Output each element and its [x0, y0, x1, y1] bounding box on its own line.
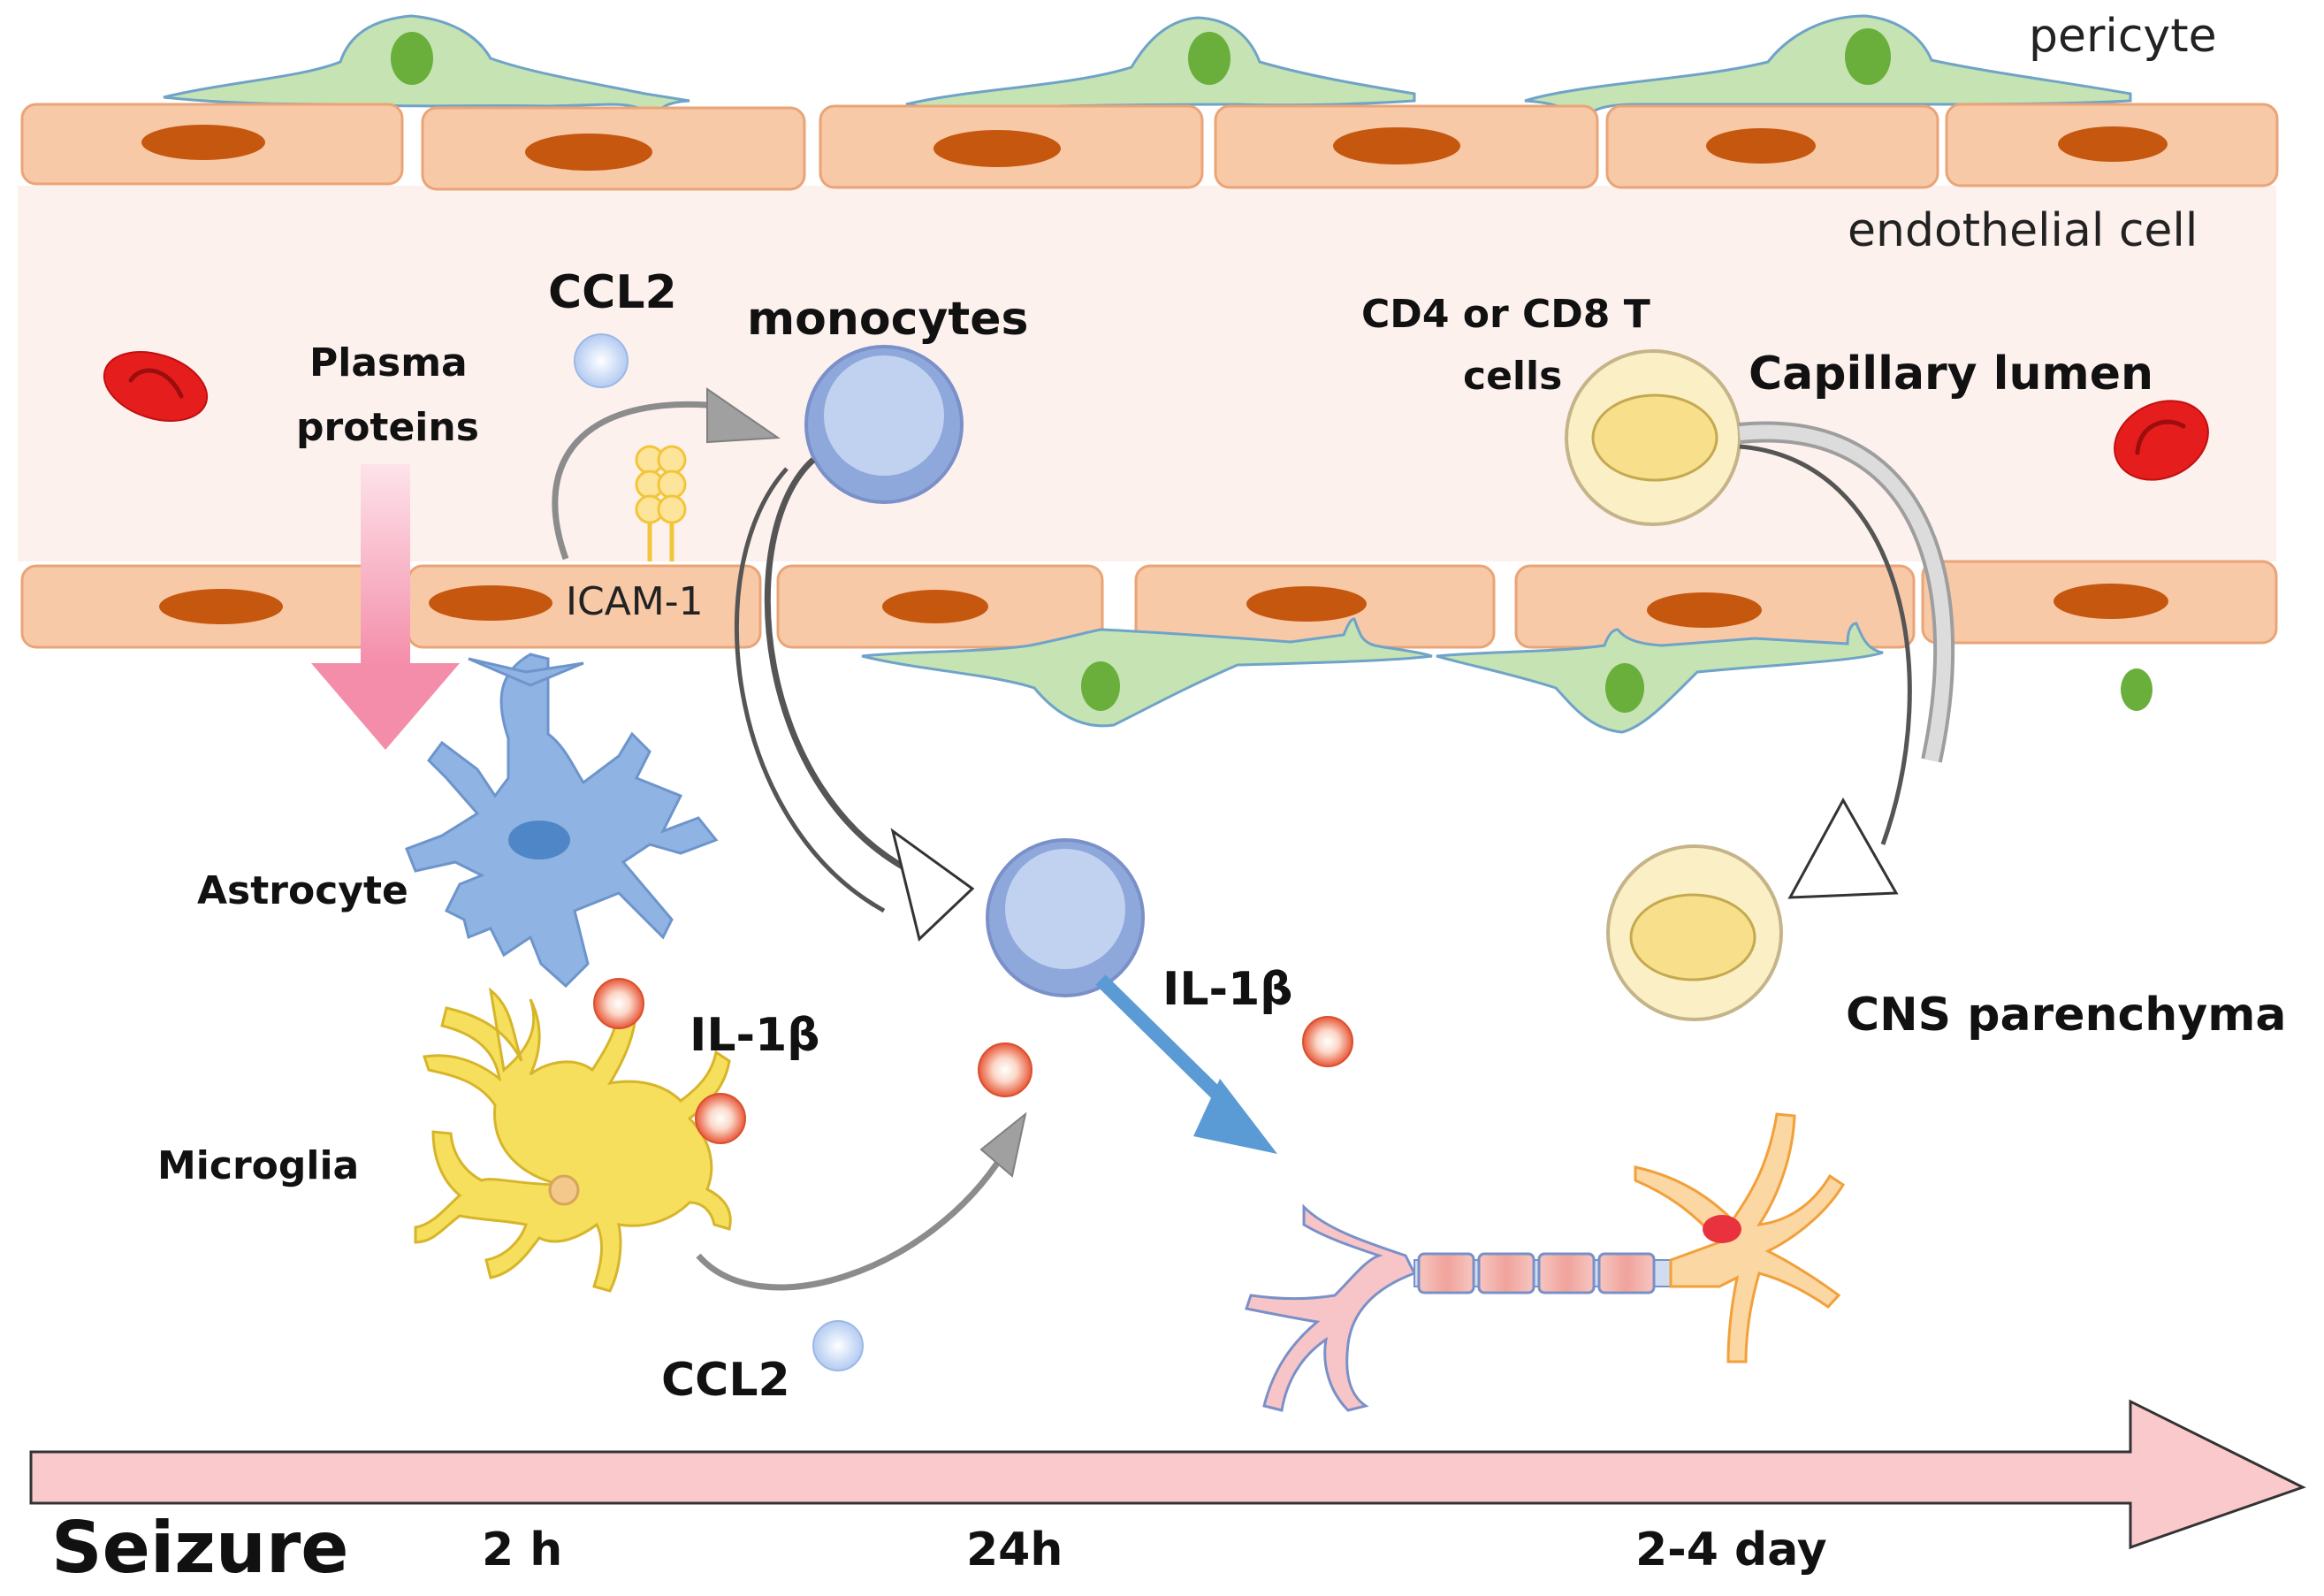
- endothelial-nucleus: [2058, 126, 2168, 162]
- monocyte-migration-arrow: [734, 457, 975, 942]
- endothelial-nucleus: [141, 125, 265, 160]
- label-il1b-right: IL-1β: [1162, 963, 1292, 1016]
- endothelial-nucleus: [1246, 586, 1367, 622]
- astrocyte: [405, 653, 719, 989]
- neuron: [1245, 1112, 1846, 1412]
- pericyte-nucleus: [1845, 28, 1891, 85]
- t-cell-migration-arrow: [1738, 421, 1955, 899]
- endothelial-nucleus: [429, 585, 552, 621]
- timeline-arrow: [29, 1399, 2306, 1550]
- endothelial-row-bottom: [20, 560, 2278, 649]
- t-cell-lumen: [1565, 349, 1741, 526]
- pericyte-nucleus: [391, 32, 433, 85]
- monocyte-lumen: [804, 345, 964, 504]
- label-ccl2-top: CCL2: [548, 266, 677, 319]
- pericyte-nucleus: [1188, 32, 1231, 85]
- label-capillary-lumen: Capillary lumen: [1749, 347, 2153, 401]
- endothelial-row-top: [20, 103, 2279, 191]
- red-blood-cell-right: [2114, 400, 2209, 481]
- timeline-tick-2-4-day: 2-4 day: [1635, 1523, 1827, 1577]
- il1b-molecule: [978, 1042, 1032, 1097]
- endothelial-nucleus: [933, 130, 1061, 167]
- il1b-molecule: [593, 978, 644, 1029]
- il1b-molecule: [1302, 1016, 1353, 1067]
- label-pericyte: pericyte: [2029, 10, 2217, 63]
- pericyte-nucleus: [1081, 661, 1120, 711]
- microglia: [414, 987, 732, 1293]
- label-endothelial-cell: endothelial cell: [1848, 204, 2198, 257]
- pericyte-bottom-2: [1436, 622, 1884, 734]
- endothelial-nucleus: [1706, 128, 1816, 164]
- endothelial-nucleus: [2054, 584, 2168, 619]
- endothelial-nucleus: [1333, 127, 1460, 164]
- label-plasma-proteins-2: proteins: [296, 405, 479, 450]
- label-icam1: ICAM-1: [566, 579, 704, 624]
- pericyte-bottom-1: [861, 617, 1433, 728]
- label-microglia: Microglia: [157, 1143, 359, 1188]
- label-cns-parenchyma: CNS parenchyma: [1846, 989, 2287, 1042]
- plasma-proteins-arrow: [311, 464, 460, 750]
- monocyte-parenchyma: [986, 838, 1145, 997]
- microglia-ccl2-arrow: [696, 1111, 1027, 1291]
- endothelial-nucleus: [1647, 592, 1762, 628]
- t-cell-parenchyma: [1606, 844, 1783, 1021]
- timeline-tick-2h: 2 h: [482, 1523, 562, 1577]
- icam1-receptor: [635, 445, 687, 561]
- label-astrocyte: Astrocyte: [197, 868, 408, 913]
- icam1-to-monocyte-arrow: [552, 387, 781, 561]
- red-blood-cell-left: [103, 351, 209, 422]
- endothelial-nucleus: [882, 590, 988, 623]
- timeline-tick-24h: 24h: [966, 1523, 1063, 1577]
- label-il1b-left: IL-1β: [690, 1009, 819, 1062]
- timeline-title: Seizure: [51, 1507, 349, 1589]
- label-ccl2-bottom: CCL2: [661, 1354, 790, 1407]
- ccl2-molecule: [812, 1320, 864, 1371]
- pericyte-top-1: [163, 14, 690, 128]
- label-plasma-proteins-1: Plasma: [309, 340, 468, 386]
- pericyte-nucleus: [1605, 663, 1644, 713]
- endothelial-nucleus: [159, 589, 283, 624]
- pericyte-top-3: [1524, 14, 2132, 127]
- monocyte-to-neuron-arrow: [1095, 974, 1277, 1154]
- il1b-molecule: [695, 1093, 746, 1144]
- ccl2-molecule: [574, 333, 629, 388]
- endothelial-nucleus: [525, 134, 652, 171]
- pericyte-fragment: [2121, 668, 2153, 711]
- label-t-cells-1: CD4 or CD8 T: [1361, 292, 1650, 337]
- label-t-cells-2: cells: [1463, 354, 1562, 399]
- label-monocytes: monocytes: [747, 293, 1028, 346]
